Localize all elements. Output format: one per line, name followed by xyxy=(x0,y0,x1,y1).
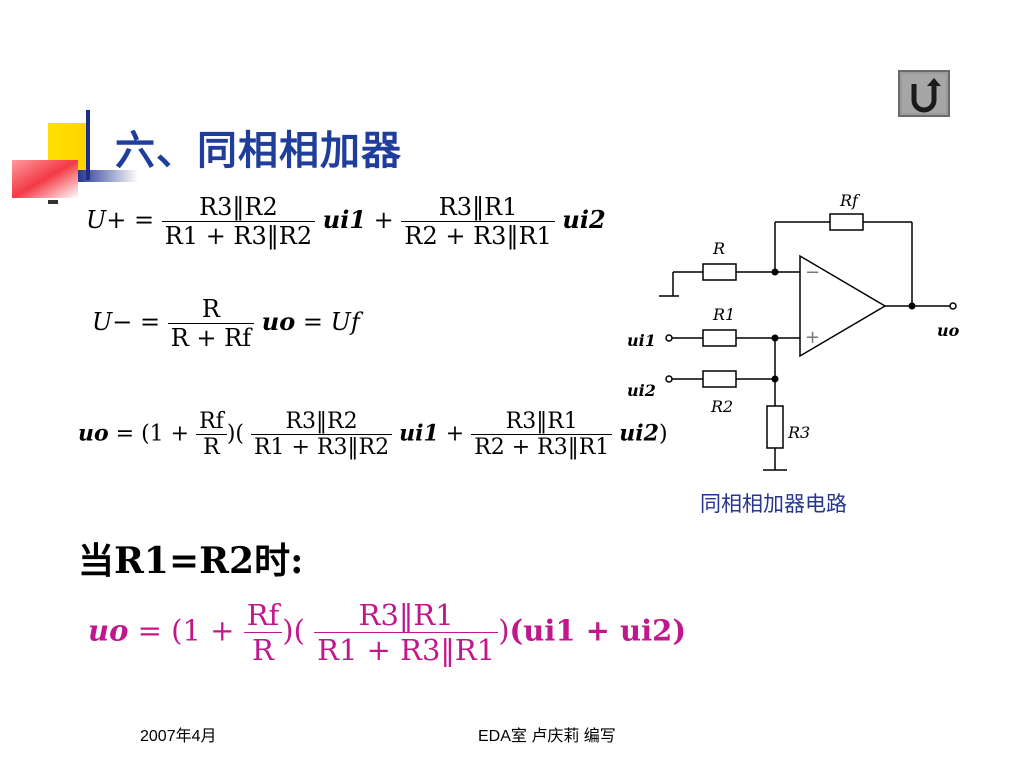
footer-author: EDA室 卢庆莉 编写 xyxy=(478,728,616,745)
simplified-gain-denominator: R xyxy=(252,633,274,667)
simplified-gain-fraction: Rf R xyxy=(243,598,283,667)
simplified-gain-numerator: Rf xyxy=(243,598,283,633)
u-minus-denominator: R + Rf xyxy=(170,324,252,352)
simplified-fraction: R3‖R1 R1 + R3‖R1 xyxy=(314,598,499,667)
simplified-lhs: uo xyxy=(88,613,129,648)
return-arrow-icon xyxy=(902,74,946,113)
u-plus-fraction-1: R3‖R2 R1 + R3‖R2 xyxy=(161,193,316,250)
u-out-gain-denominator: R xyxy=(203,435,220,460)
label-rf: Rf xyxy=(839,191,861,210)
label-inverting: − xyxy=(805,262,820,283)
u-plus-lhs: U+ xyxy=(86,206,127,234)
label-noninverting: + xyxy=(805,327,820,348)
u-plus-term1-var: ui1 xyxy=(322,205,367,234)
u-out-gain-fraction: Rf R xyxy=(196,409,227,460)
u-plus-term2-numerator: R3‖R1 xyxy=(401,193,555,222)
u-minus-equation: U− = R R + Rf uo = Uf xyxy=(92,295,360,352)
u-out-term2-denominator: R2 + R3‖R1 xyxy=(474,435,610,460)
u-plus-fraction-2: R3‖R1 R2 + R3‖R1 xyxy=(401,193,555,250)
label-ui1: ui1 xyxy=(627,331,656,350)
return-button[interactable] xyxy=(898,70,950,117)
u-minus-rhs: Uf xyxy=(330,308,360,336)
resistor-r1 xyxy=(702,329,737,347)
condition-text: 当R1=R2时: xyxy=(78,540,304,582)
simplified-numerator: R3‖R1 xyxy=(314,598,499,633)
u-minus-var: uo xyxy=(261,307,296,336)
u-out-gain-numerator: Rf xyxy=(196,409,227,435)
resistor-rf xyxy=(829,213,864,231)
circuit-caption: 同相相加器电路 xyxy=(700,492,847,516)
footer-date: 2007年4月 xyxy=(140,728,217,745)
label-r3: R3 xyxy=(787,423,810,442)
u-out-term1-numerator: R3‖R2 xyxy=(250,409,393,435)
resistor-r3 xyxy=(766,405,784,449)
label-r: R xyxy=(712,239,725,258)
u-out-fraction-2: R3‖R1 R2 + R3‖R1 xyxy=(471,409,613,460)
u-plus-term1-numerator: R3‖R2 xyxy=(161,193,316,222)
slide-title: 六、同相相加器 xyxy=(115,128,402,174)
u-plus-term2-denominator: R2 + R3‖R1 xyxy=(404,222,552,250)
u-plus-term1-denominator: R1 + R3‖R2 xyxy=(164,222,313,250)
resistor-r2 xyxy=(702,370,737,388)
simplified-vars: (ui1 + ui2) xyxy=(509,613,687,648)
u-out-term1-denominator: R1 + R3‖R2 xyxy=(253,435,390,460)
u-minus-lhs: U− xyxy=(92,308,133,336)
u-plus-term2-var: ui2 xyxy=(562,205,606,234)
label-ui2: ui2 xyxy=(627,381,656,400)
u-out-term2-numerator: R3‖R1 xyxy=(471,409,613,435)
op-amp-triangle xyxy=(799,254,887,358)
label-r1: R1 xyxy=(712,305,735,324)
u-out-lhs: uo xyxy=(78,420,109,447)
u-out-term1-var: ui1 xyxy=(399,420,439,447)
u-out-equation: uo = (1 + Rf R )( R3‖R2 R1 + R3‖R2 ui1 +… xyxy=(78,409,668,460)
label-uo: uo xyxy=(937,321,960,340)
u-out-term2-var: ui2 xyxy=(619,420,659,447)
summing-amplifier-circuit: Rf R R1 R2 R3 ui1 ui2 uo − + xyxy=(627,191,960,471)
equation-panel: U+ = R3‖R2 R1 + R3‖R2 ui1 + R3‖R1 R2 + R… xyxy=(78,183,668,703)
label-r2: R2 xyxy=(710,397,733,416)
resistor-r xyxy=(702,263,737,281)
u-minus-fraction: R R + Rf xyxy=(167,295,255,352)
u-minus-numerator: R xyxy=(167,295,255,324)
u-out-fraction-1: R3‖R2 R1 + R3‖R2 xyxy=(250,409,393,460)
corner-decoration xyxy=(0,0,140,210)
u-plus-equation: U+ = R3‖R2 R1 + R3‖R2 ui1 + R3‖R1 R2 + R… xyxy=(86,193,606,250)
simplified-denominator: R1 + R3‖R1 xyxy=(317,633,496,667)
simplified-equation: uo = (1 + Rf R )( R3‖R1 R1 + R3‖R1 )(ui1… xyxy=(88,598,687,667)
